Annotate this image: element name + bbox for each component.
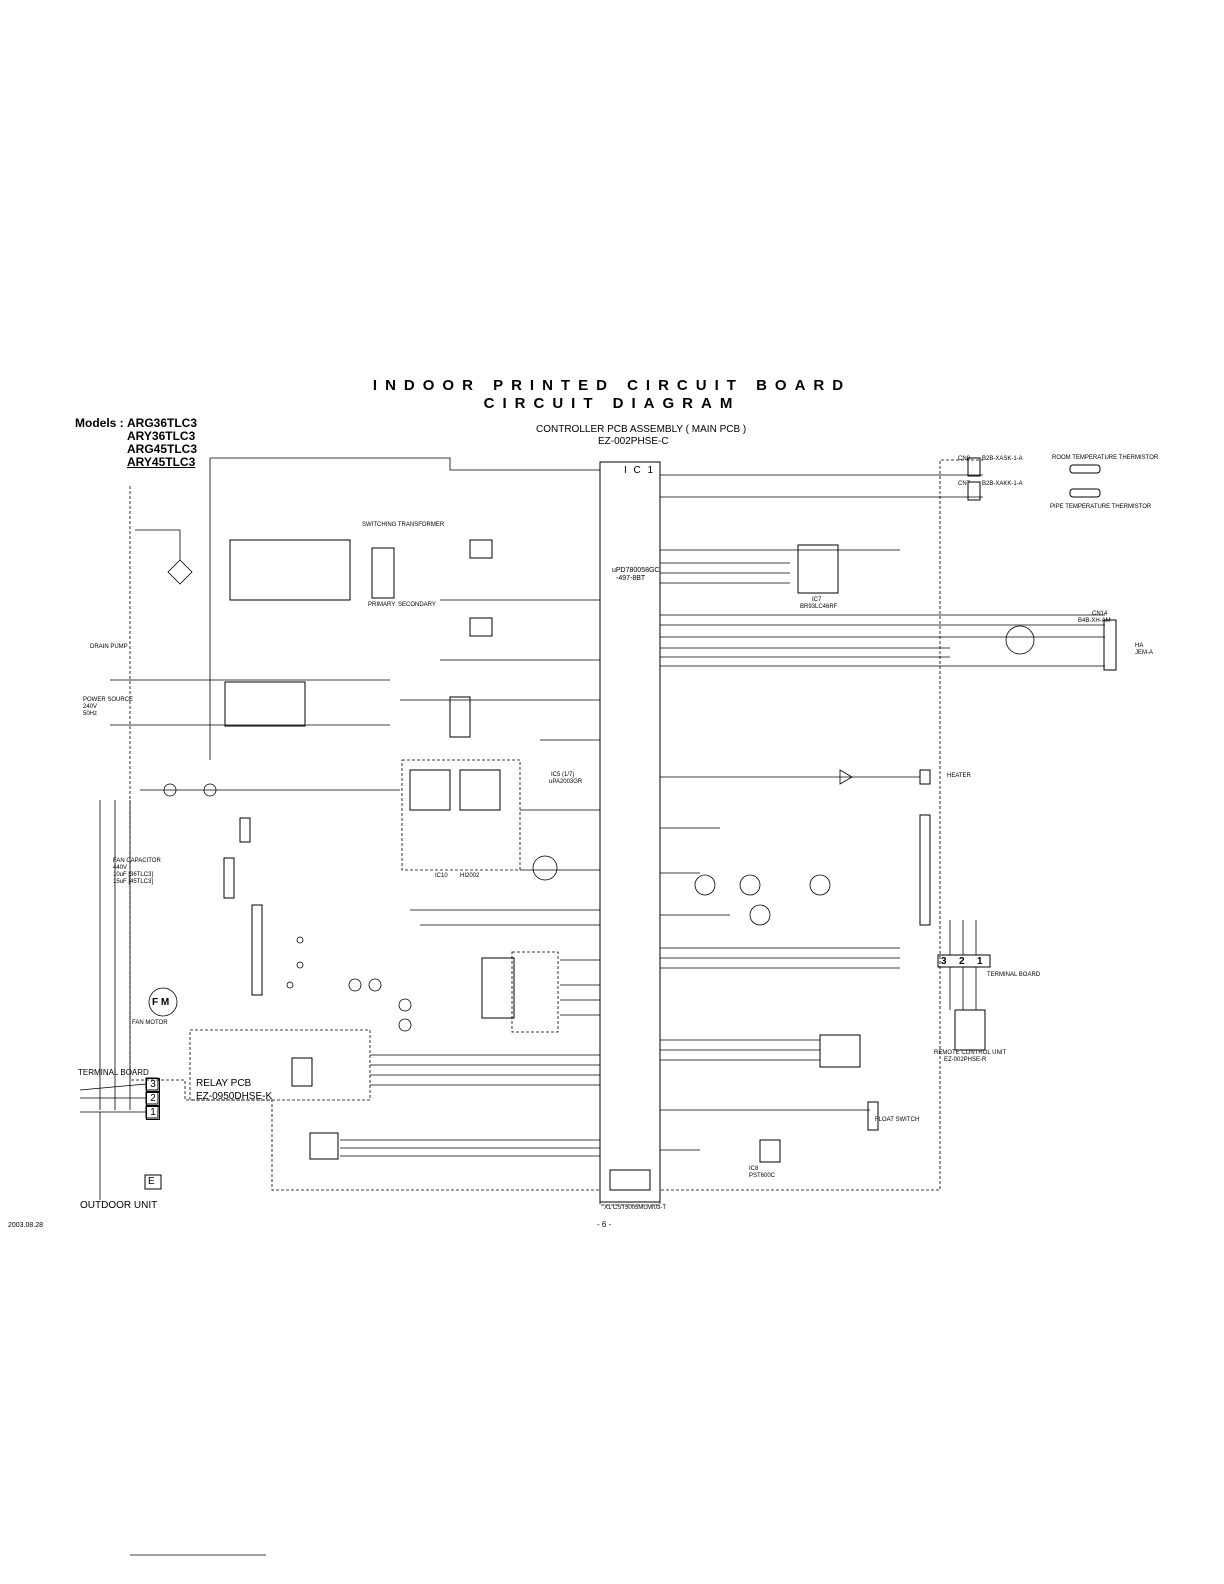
sw4-body — [819, 1034, 861, 1068]
crystal-label: X1 CST5005MGW03-T — [604, 1205, 667, 1211]
remote-control-label: REMOTE CONTROL UNIT — [934, 1050, 1007, 1056]
fan-motor-symbol: F M — [152, 997, 170, 1008]
remote-unit-box — [954, 1009, 986, 1051]
fan-cap-spec: 10uF [36TLC3] — [113, 872, 154, 878]
terminal-board-right-2: 2 — [959, 956, 965, 967]
outdoor-unit-label: OUTDOOR UNIT — [80, 1200, 158, 1211]
cn8-label: CN8 — [958, 456, 971, 462]
terminal-3: 3 — [146, 1078, 160, 1092]
relay-pcb-part: EZ-0950DHSE-K — [196, 1091, 273, 1102]
fan-cap-spec: 440V — [113, 865, 128, 871]
models-label: Models : — [75, 416, 124, 430]
room-thermistor-label: ROOM TEMPERATURE THERMISTOR — [1052, 455, 1159, 461]
ic1-part2: -497-8BT — [616, 575, 646, 582]
pipe-thermistor-label: PIPE TEMPERATURE THERMISTOR — [1050, 504, 1152, 510]
ic10-part: HI2002 — [460, 873, 480, 879]
model-item: ARG45TLC3 — [127, 442, 198, 456]
relay-pcb-box — [189, 1029, 371, 1101]
drain-pump-label: DRAIN PUMP — [90, 644, 128, 650]
terminal-board-right-label: TERMINAL BOARD — [987, 972, 1041, 978]
cn7-label: CN7 — [958, 481, 971, 487]
assembly-part: EZ-002PHSE-C — [598, 436, 669, 447]
cn14-label: CN14 — [1092, 611, 1108, 617]
ic7-label: IC7 — [812, 597, 822, 603]
model-item: ARG36TLC3 — [127, 416, 198, 430]
ic5-label: IC5 (1/7) — [551, 772, 575, 778]
primary-label: PRIMARY — [368, 602, 396, 608]
page-number: - 6 - — [597, 1220, 612, 1229]
ic8-label: IC8 — [749, 1166, 759, 1172]
ic10-label: IC10 — [435, 873, 448, 879]
float-switch-label: FLOAT SWITCH — [875, 1117, 920, 1123]
fan-motor-label: FAN MOTOR — [132, 1020, 168, 1026]
ic7-part: BR93LC46RF — [800, 604, 838, 610]
terminal-board-left-label: TERMINAL BOARD — [78, 1068, 149, 1077]
diagram-title: INDOOR PRINTED CIRCUIT BOARD — [372, 377, 852, 394]
terminal-1: 1 — [146, 1106, 160, 1120]
power-spec: 240V — [83, 704, 98, 710]
heater-label: HEATER — [947, 773, 971, 779]
terminal-board-right-3: 3 — [941, 956, 947, 967]
power-freq: 50Hz — [83, 711, 98, 717]
models-list: Models :ARG36TLC3 ARY36TLC3 ARG45TLC3 AR… — [75, 417, 197, 469]
ha-label: HA — [1135, 643, 1144, 649]
diagram-subtitle: CIRCUIT DIAGRAM — [483, 395, 741, 412]
fan-cap-spec: 15uF [45TLC3] — [113, 879, 154, 885]
fan-capacitor-label: FAN CAPACITOR — [113, 858, 161, 864]
assembly-title: CONTROLLER PCB ASSEMBLY ( MAIN PCB ) — [536, 424, 747, 435]
ic1-body — [599, 461, 661, 1203]
terminal-board-right-1: 1 — [977, 956, 983, 967]
power-source-label: POWER SOURCE — [83, 697, 134, 703]
ic7-body — [797, 544, 839, 594]
ic5-part: uPA2003GR — [549, 779, 583, 785]
earth-symbol: E — [148, 1176, 155, 1187]
remote-control-part: EZ-002PHSE-R — [944, 1057, 987, 1063]
transformer-label: SWITCHING TRANSFORMER — [362, 522, 445, 528]
model-item: ARY36TLC3 — [127, 429, 196, 443]
model-item: ARY45TLC3 — [127, 455, 196, 469]
date-label: 2003.08.28 — [8, 1222, 44, 1229]
cn7-part: B2B-XAKK-1-A — [982, 481, 1023, 487]
jem-label: JEM-A — [1135, 650, 1153, 656]
secondary-label: SECONDARY — [398, 602, 436, 608]
ic8-part: PST600C — [749, 1173, 776, 1179]
relay-pcb-label: RELAY PCB — [196, 1078, 252, 1089]
terminal-2: 2 — [146, 1092, 160, 1106]
cn8-part: B2B-XASK-1-A — [982, 456, 1023, 462]
cn14-part: B4B-XH-AM — [1078, 618, 1111, 624]
ic1-label: I C 1 — [624, 465, 656, 476]
ic1-part: uPD780058GC — [612, 567, 660, 574]
